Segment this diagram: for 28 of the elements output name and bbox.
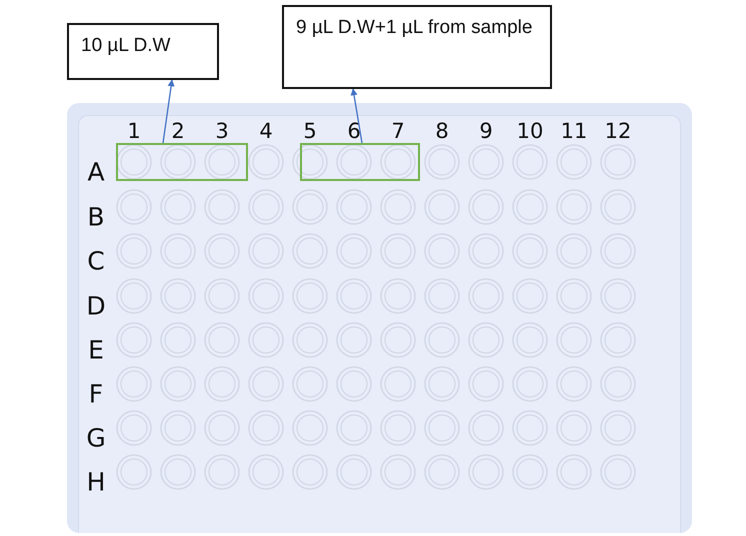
column-number: 1 (127, 119, 141, 143)
column-number: 10 (516, 119, 544, 143)
row-letter: E (88, 336, 104, 364)
row-letter: B (87, 202, 105, 232)
label-text: 9 µL D.W+1 µL from sample (296, 17, 532, 38)
row-letter: G (86, 424, 106, 452)
label-box (67, 23, 219, 80)
label-text: 10 µL D.W (81, 35, 170, 56)
column-number: 8 (435, 119, 449, 143)
column-number: 11 (560, 119, 588, 143)
row-letter: D (86, 292, 106, 320)
column-number: 5 (303, 119, 317, 143)
column-number: 12 (604, 119, 632, 143)
row-letter: H (86, 468, 106, 496)
row-letter: F (88, 380, 104, 408)
row-letter: A (87, 158, 105, 186)
column-number: 2 (171, 119, 185, 143)
column-number: 4 (259, 119, 273, 143)
arrow (350, 88, 363, 144)
column-number: 3 (215, 119, 229, 143)
row-letter: C (87, 246, 105, 276)
column-number: 7 (391, 119, 405, 143)
selection-frame (116, 143, 248, 181)
label-box (282, 5, 552, 89)
column-number: 6 (347, 119, 361, 143)
column-number: 9 (479, 119, 493, 143)
selection-frame (300, 143, 420, 181)
arrow (162, 79, 175, 144)
